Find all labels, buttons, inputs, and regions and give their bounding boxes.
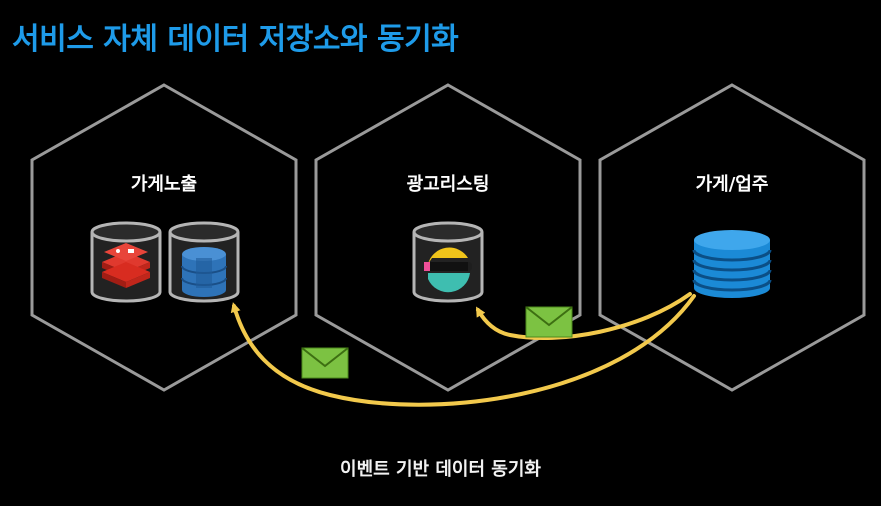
service-hexagon-store-owner <box>598 83 866 392</box>
service-label-store-display: 가게노출 <box>131 174 197 195</box>
event-arrow-to-store-display <box>230 294 696 407</box>
dynamodb-icon <box>168 221 240 303</box>
service-hexagon-ad-listing <box>314 83 582 392</box>
diagram-caption: 이벤트 기반 데이터 동기화 <box>340 459 541 480</box>
service-label-store-owner: 가게/업주 <box>696 174 769 195</box>
event-message-envelope-icon <box>525 306 573 338</box>
service-hexagon-store-display <box>30 83 298 392</box>
elasticsearch-icon <box>412 221 484 303</box>
event-arrow-to-ad-listing <box>475 292 692 341</box>
event-message-envelope-icon <box>301 347 349 379</box>
database-icon <box>692 230 772 298</box>
slide-title: 서비스 자체 데이터 저장소와 동기화 <box>12 22 459 57</box>
service-label-ad-listing: 광고리스팅 <box>407 174 490 195</box>
redis-icon <box>90 221 162 303</box>
